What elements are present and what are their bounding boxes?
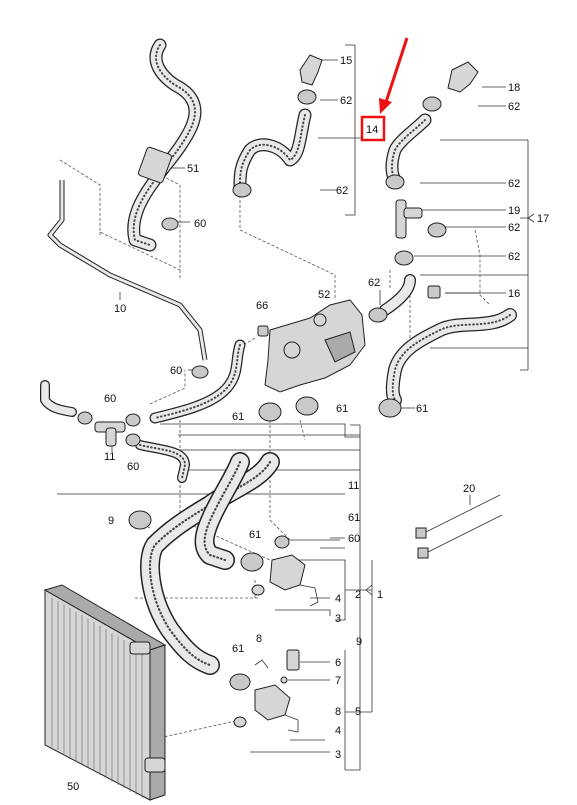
label-16: 16 (508, 288, 520, 300)
label-14: 14 (366, 124, 378, 136)
label-62c: 62 (508, 101, 520, 113)
label-2: 2 (355, 589, 361, 601)
radiator (43, 584, 167, 801)
label-62e: 62 (508, 222, 520, 234)
label-60a: 60 (194, 218, 206, 230)
label-4a: 4 (335, 593, 341, 605)
label-8a: 8 (256, 633, 262, 645)
label-9a: 9 (108, 515, 114, 527)
label-3b: 3 (335, 749, 341, 761)
label-11a: 11 (104, 451, 115, 463)
label-61c: 61 (416, 403, 428, 415)
label-61f: 61 (232, 643, 244, 655)
label-60d: 60 (127, 461, 139, 473)
label-62f: 62 (508, 251, 520, 263)
label-7: 7 (335, 675, 341, 687)
highlight-arrow (379, 37, 409, 114)
label-3a: 3 (335, 613, 341, 625)
label-11b: 11 (348, 480, 359, 492)
label-9b: 9 (356, 636, 362, 648)
label-15: 15 (340, 55, 352, 67)
label-5: 5 (355, 706, 361, 718)
label-60c: 60 (104, 393, 116, 405)
label-62g: 62 (368, 277, 380, 289)
label-18: 18 (508, 82, 520, 94)
label-20: 20 (463, 483, 475, 495)
label-62b: 62 (336, 185, 348, 197)
label-51: 51 (187, 163, 199, 175)
highlight-box-14 (360, 115, 386, 142)
label-61b: 61 (336, 403, 348, 415)
label-61a: 61 (232, 411, 244, 423)
label-8b: 8 (335, 706, 341, 718)
label-61d: 61 (249, 529, 261, 541)
label-1: 1 (377, 589, 383, 601)
label-61e: 61 (348, 512, 360, 524)
leader-lines (57, 44, 529, 771)
label-19: 19 (508, 205, 520, 217)
label-52: 52 (318, 289, 330, 301)
clamps (77, 89, 447, 691)
label-60b: 60 (170, 365, 182, 377)
label-17: 17 (537, 213, 549, 225)
fittings (94, 54, 503, 733)
hoses (40, 38, 517, 675)
label-6: 6 (335, 657, 341, 669)
part-labels: 1 2 3 3 4 4 5 6 7 8 8 9 9 10 11 11 14 15… (67, 55, 549, 793)
label-4b: 4 (335, 725, 341, 737)
label-50: 50 (67, 781, 79, 793)
label-62d: 62 (508, 178, 520, 190)
bracket-symbols (365, 213, 535, 596)
label-66: 66 (256, 300, 268, 312)
label-60e: 60 (348, 533, 360, 545)
label-10: 10 (114, 303, 126, 315)
label-62a: 62 (340, 95, 352, 107)
